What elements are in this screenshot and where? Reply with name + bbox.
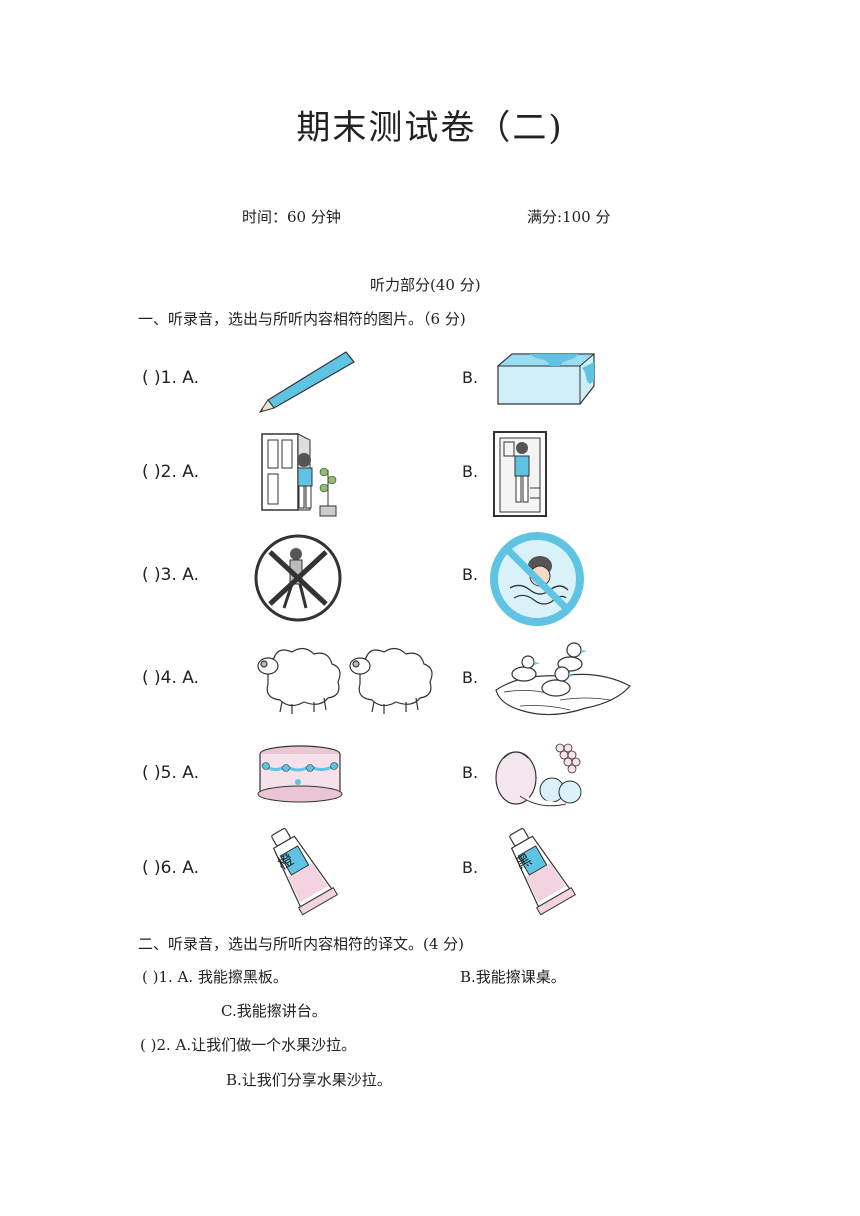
pencil-image[interactable]: [256, 346, 362, 416]
eraser-image[interactable]: [490, 348, 602, 410]
section2-q2-a: ( )2. A.让我们做一个水果沙拉。: [140, 1036, 357, 1054]
section2-q1-a: ( )1. A. 我能擦黑板。: [142, 968, 288, 986]
cake-image[interactable]: [254, 742, 346, 806]
listening-header: 听力部分(40 分): [370, 276, 481, 294]
fruit-basket-image[interactable]: [490, 736, 594, 812]
page-title: 期末测试卷（二): [296, 108, 564, 148]
question-2-label: ( )2. A.: [142, 462, 200, 482]
section2-heading: 二、听录音，选出与所听内容相符的译文。(4 分): [138, 935, 465, 953]
question-6-label: ( )6. A.: [142, 858, 200, 878]
two-sheep-image[interactable]: [252, 640, 442, 716]
section2-q1-b: B.我能擦课桌。: [460, 968, 566, 986]
question-1-label: ( )1. A.: [142, 368, 200, 388]
boy-in-doorway-image[interactable]: [490, 428, 552, 520]
section2-q1-c: C.我能擦讲台。: [221, 1002, 327, 1020]
ducks-on-water-image[interactable]: [490, 630, 636, 722]
time-label: 时间：60 分钟: [242, 208, 341, 226]
question-3-label: ( )3. A.: [142, 565, 200, 585]
question-2-b-label: B.: [462, 462, 479, 481]
question-4-b-label: B.: [462, 668, 479, 687]
question-3-b-label: B.: [462, 565, 479, 584]
section2-q2-b: B.让我们分享水果沙拉。: [226, 1071, 392, 1089]
question-5-b-label: B.: [462, 763, 479, 782]
question-6-b-label: B.: [462, 858, 479, 877]
section1-heading: 一、听录音，选出与所听内容相符的图片。（6 分): [138, 310, 466, 328]
question-1-b-label: B.: [462, 368, 479, 387]
no-swimming-sign-image[interactable]: [490, 532, 584, 626]
score-label: 满分:100 分: [527, 208, 611, 226]
paint-tube-orange-image[interactable]: [252, 822, 348, 918]
question-4-label: ( )4. A.: [142, 668, 200, 688]
no-walking-sign-image[interactable]: [252, 532, 344, 624]
question-5-label: ( )5. A.: [142, 763, 200, 783]
boy-opening-door-image[interactable]: [256, 430, 352, 520]
paint-tube-black-image[interactable]: [490, 822, 586, 918]
